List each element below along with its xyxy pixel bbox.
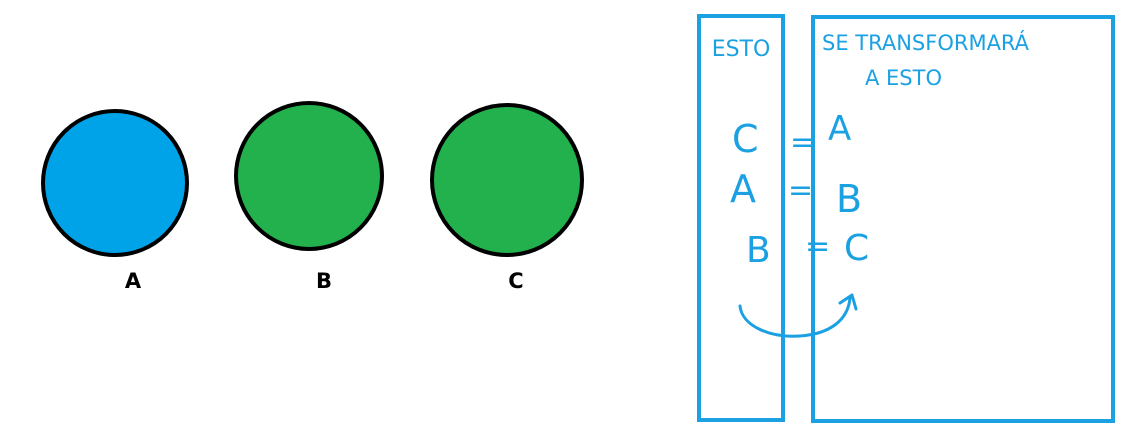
mapping-to: B <box>836 177 862 221</box>
mapping-to: C <box>844 228 869 269</box>
left-box <box>697 14 785 422</box>
curved-arrow-icon <box>738 293 858 338</box>
circle-c <box>430 103 584 257</box>
mapping-separator: = <box>805 229 830 264</box>
circle-group-b: B <box>234 101 384 293</box>
mapping-separator: = <box>788 173 813 208</box>
circle-a-label: A <box>125 269 142 293</box>
mapping-from: A <box>730 167 756 211</box>
mapping-from: B <box>746 230 771 271</box>
mapping-from: C <box>732 117 759 161</box>
circle-group-c: C <box>430 103 584 293</box>
right-box-header-line2: A ESTO <box>865 66 942 90</box>
circle-c-label: C <box>508 269 523 293</box>
mapping-to: A <box>828 109 851 149</box>
right-box <box>811 15 1115 423</box>
mapping-row-1: C = A <box>732 109 851 161</box>
circle-a <box>41 109 189 257</box>
left-box-header: ESTO <box>712 37 771 62</box>
right-box-header-line1: SE TRANSFORMARÁ <box>822 30 1030 55</box>
circle-group-a: A <box>41 109 189 293</box>
mapping-row-2: A = B <box>730 167 862 221</box>
circle-b-label: B <box>316 269 332 293</box>
mapping-row-3: B = C <box>746 228 869 271</box>
circle-b <box>234 101 384 251</box>
mapping-separator: = <box>790 125 815 160</box>
